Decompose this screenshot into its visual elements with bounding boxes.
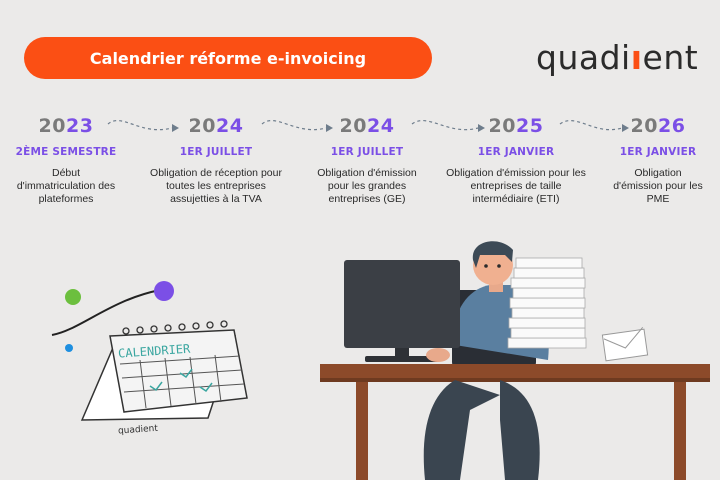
page-title: Calendrier réforme e-invoicing bbox=[89, 48, 367, 68]
purple-dot bbox=[154, 281, 174, 301]
desk-top bbox=[320, 364, 710, 378]
step-date: 1ER JUILLET bbox=[330, 146, 404, 158]
person-legs bbox=[423, 380, 500, 480]
timeline-step-5: 2026 1ER JANVIER Obligation d'émission p… bbox=[583, 115, 720, 206]
calendar-label: CALENDRIER bbox=[118, 342, 192, 361]
step-description: Obligation d'émission pour les entrepris… bbox=[446, 167, 586, 205]
computer-monitor bbox=[344, 260, 460, 348]
step-description: Obligation d'émission pour les PME bbox=[613, 167, 703, 205]
envelope-icon bbox=[601, 327, 649, 362]
step-date: 1ER JANVIER bbox=[619, 146, 697, 158]
timeline-step-2: 2024 1ER JUILLET Obligation de réception… bbox=[141, 115, 291, 206]
timeline-step-4: 2025 1ER JANVIER Obligation d'émission p… bbox=[441, 115, 591, 206]
step-year: 2024 bbox=[339, 115, 395, 137]
step-description: Obligation d'émission pour les grandes e… bbox=[317, 167, 417, 205]
calendar-illustration: CALENDRIER quadient bbox=[51, 281, 248, 437]
timeline-step-3: 2024 1ER JUILLET Obligation d'émission p… bbox=[292, 115, 442, 206]
green-dot bbox=[65, 289, 81, 305]
quadient-logo: quadiıent bbox=[536, 38, 699, 77]
timeline-step-1: 2023 2ÈME SEMESTRE Début d'immatriculati… bbox=[0, 115, 141, 206]
step-date: 1ER JUILLET bbox=[179, 146, 253, 158]
step-year: 2023 bbox=[38, 115, 94, 137]
person-hair bbox=[472, 241, 513, 268]
timeline-arrows bbox=[107, 119, 623, 131]
step-year: 2024 bbox=[188, 115, 244, 137]
title-banner: Calendrier réforme e-invoicing bbox=[24, 37, 432, 79]
step-description: Début d'immatriculation des plateformes bbox=[16, 167, 116, 205]
blue-dot bbox=[65, 344, 73, 352]
step-date: 2ÈME SEMESTRE bbox=[15, 146, 117, 158]
arrow-heads bbox=[172, 124, 629, 132]
paper-stack bbox=[507, 257, 587, 349]
step-description: Obligation de réception pour toutes les … bbox=[150, 167, 282, 205]
step-date: 1ER JANVIER bbox=[477, 146, 555, 158]
step-year: 2025 bbox=[488, 115, 544, 137]
calendar-brand: quadient bbox=[118, 424, 159, 437]
office-scene bbox=[320, 241, 710, 480]
step-year: 2026 bbox=[630, 115, 686, 137]
